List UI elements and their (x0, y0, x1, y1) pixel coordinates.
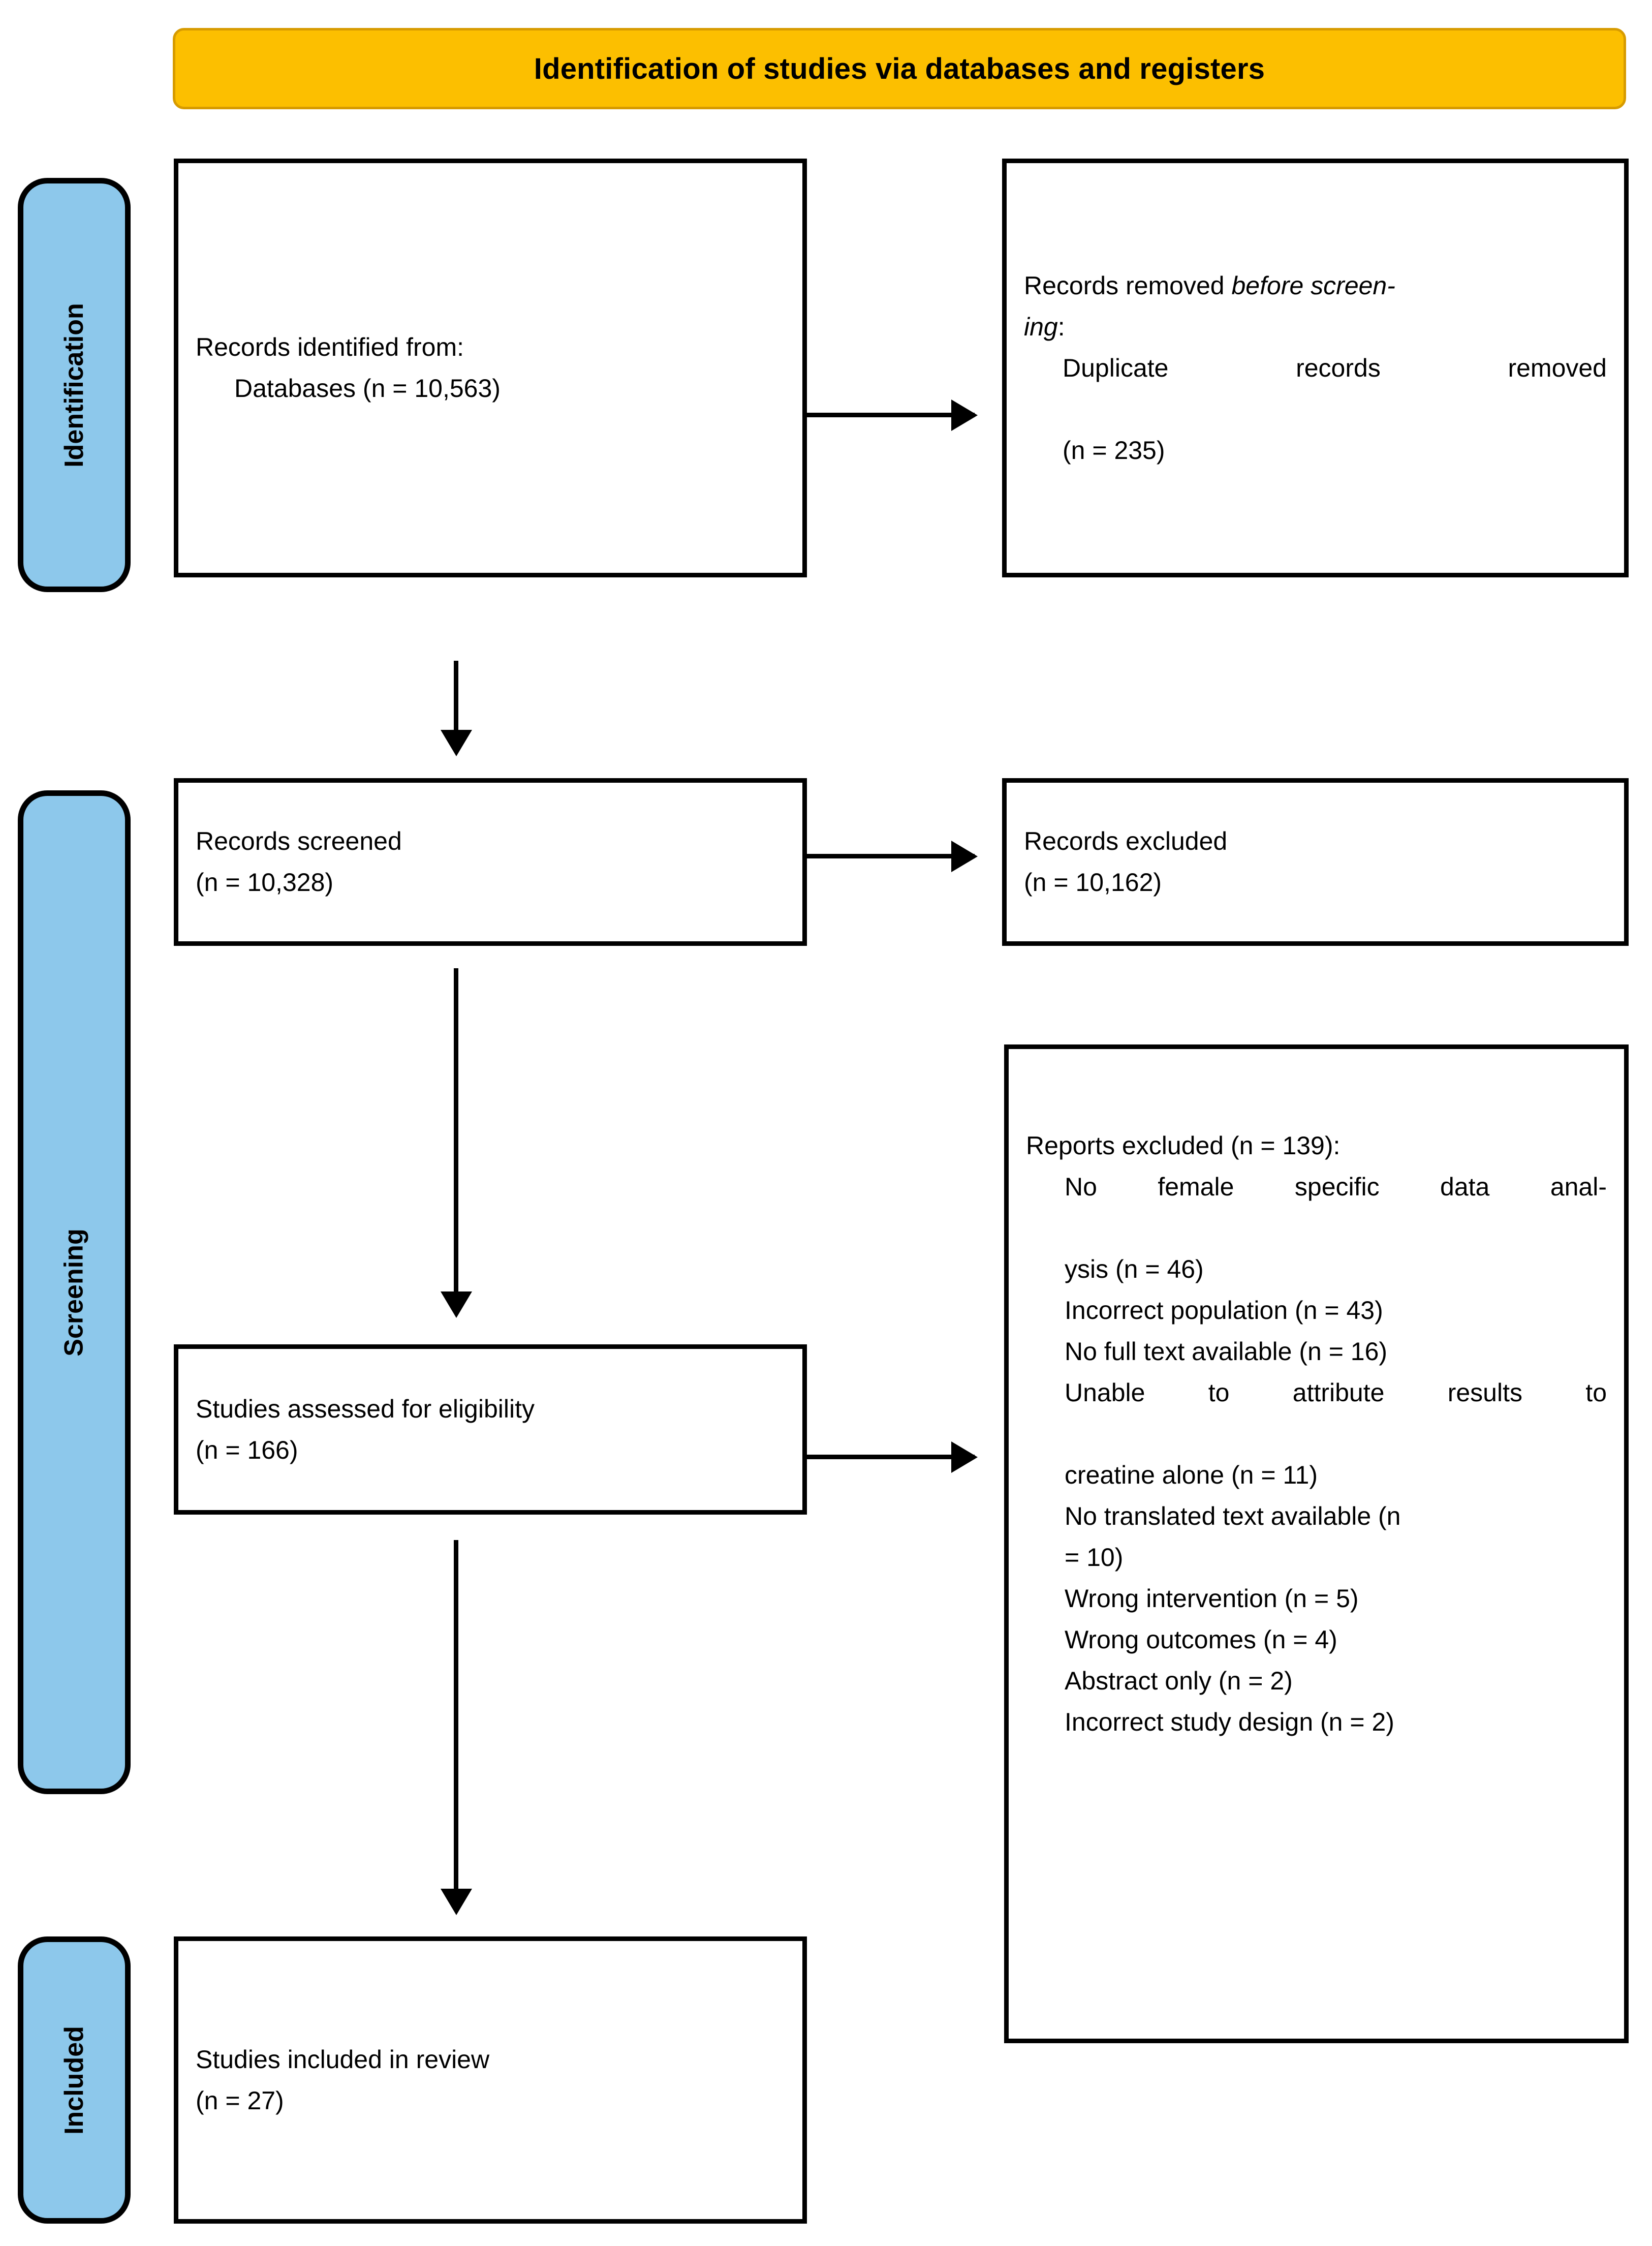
records-removed-line-1-italic: before screen- (1231, 271, 1395, 300)
reports-excluded-item: = 10) (1065, 1543, 1124, 1572)
arrow-identified-to-removed (807, 413, 975, 417)
stage-label-included: Included (18, 1936, 131, 2224)
reports-excluded-item: Wrong outcomes (n = 4) (1065, 1625, 1337, 1654)
records-screened-line-1: Records screened (196, 827, 402, 855)
arrow-assessed-to-included (454, 1540, 458, 1891)
stage-label-identification: Identification (18, 178, 131, 592)
arrow-assessed-to-reports-excluded (807, 1455, 975, 1459)
stage-label-screening: Screening (18, 790, 131, 1794)
records-removed-line-3: Duplicate records removed (1063, 353, 1607, 382)
reports-excluded-item: Unable to attribute results to (1065, 1378, 1607, 1407)
banner-title: Identification of studies via databases … (534, 52, 1265, 85)
records-excluded-line-1: Records excluded (1024, 827, 1228, 855)
records-removed-line-2-colon: : (1057, 312, 1065, 341)
reports-excluded-item: Abstract only (n = 2) (1065, 1667, 1293, 1695)
box-records-excluded: Records excluded (n = 10,162) (1002, 778, 1629, 946)
studies-assessed-line-2: (n = 166) (196, 1435, 298, 1464)
records-removed-line-2: ing: (1024, 306, 1607, 348)
arrow-screened-to-excluded (807, 854, 975, 858)
reports-excluded-heading: Reports excluded (n = 139): (1026, 1131, 1341, 1160)
records-identified-line-2: Databases (n = 10,563) (234, 374, 501, 403)
box-records-screened: Records screened (n = 10,328) (174, 778, 807, 946)
studies-assessed-line-1: Studies assessed for eligibility (196, 1394, 535, 1423)
arrow-screened-to-assessed (454, 968, 458, 1294)
reports-excluded-item: No female specific data anal- (1065, 1173, 1607, 1201)
arrow-identified-to-screened (454, 661, 458, 732)
reports-excluded-item: creatine alone (n = 11) (1065, 1461, 1318, 1489)
reports-excluded-list: No female specific data anal- ysis (n = … (1026, 1166, 1607, 1743)
diagram-header-banner: Identification of studies via databases … (173, 28, 1626, 109)
reports-excluded-item: Incorrect study design (n = 2) (1065, 1708, 1394, 1736)
stage-label-identification-text: Identification (59, 302, 89, 468)
records-removed-line-1: Records removed before screen- (1024, 265, 1607, 306)
box-reports-excluded: Reports excluded (n = 139): No female sp… (1004, 1044, 1629, 2043)
records-screened-line-2: (n = 10,328) (196, 868, 334, 897)
stage-label-included-text: Included (59, 2025, 89, 2135)
reports-excluded-item: No translated text available (n (1065, 1502, 1401, 1530)
records-identified-line-1: Records identified from: (196, 333, 464, 361)
reports-excluded-item: ysis (n = 46) (1065, 1255, 1204, 1283)
box-records-removed: Records removed before screen- ing: Dupl… (1002, 159, 1629, 577)
box-studies-assessed: Studies assessed for eligibility (n = 16… (174, 1344, 807, 1515)
reports-excluded-item: No full text available (n = 16) (1065, 1337, 1388, 1366)
box-records-identified: Records identified from: Databases (n = … (174, 159, 807, 577)
stage-label-screening-text: Screening (59, 1228, 89, 1357)
reports-excluded-item: Incorrect population (n = 43) (1065, 1296, 1383, 1325)
studies-included-line-1: Studies included in review (196, 2045, 490, 2074)
records-removed-line-4: (n = 235) (1063, 436, 1165, 465)
box-studies-included: Studies included in review (n = 27) (174, 1936, 807, 2224)
records-removed-line-2-italic: ing (1024, 312, 1058, 341)
reports-excluded-item: Wrong intervention (n = 5) (1065, 1584, 1359, 1613)
records-excluded-line-2: (n = 10,162) (1024, 868, 1162, 897)
records-removed-line-1-plain: Records removed (1024, 271, 1232, 300)
studies-included-line-2: (n = 27) (196, 2086, 284, 2115)
